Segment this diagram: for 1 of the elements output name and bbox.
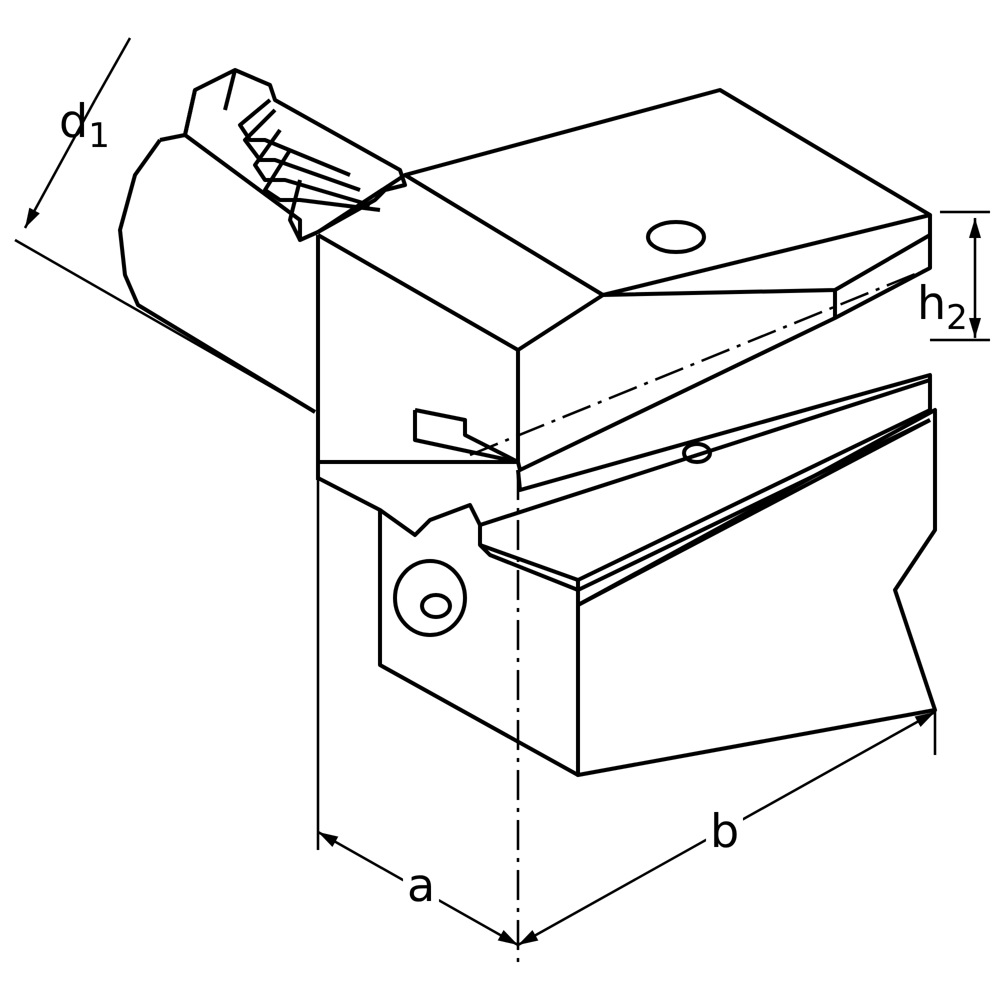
dimension-label: h$_{2}$ [916, 280, 969, 336]
